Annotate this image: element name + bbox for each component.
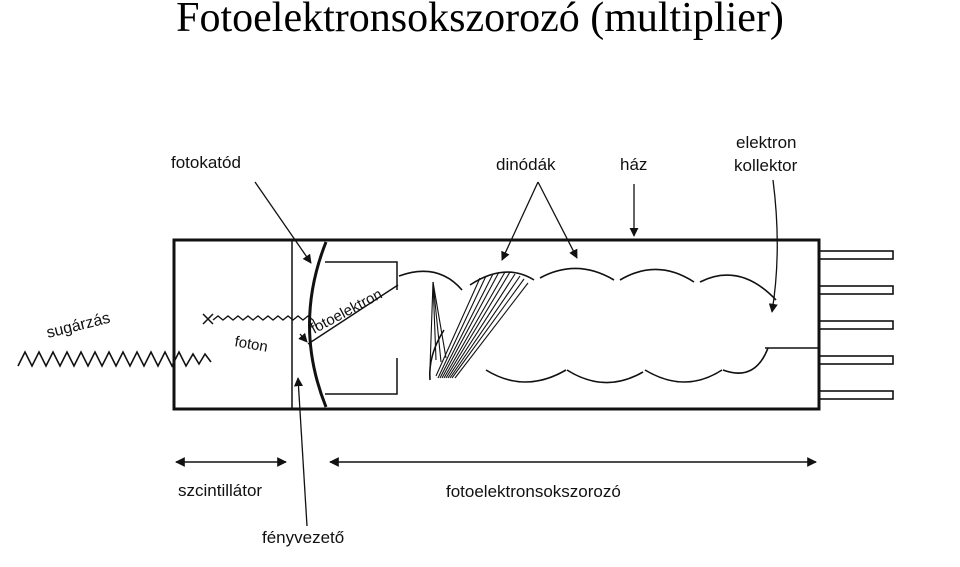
label-photoelectron: fotoelektron [308, 286, 385, 338]
label-multiplier: fotoelektronsokszorozó [446, 482, 621, 501]
light-guide-arrow [293, 377, 308, 527]
dynode-8 [644, 369, 723, 383]
label-photocathode: fotokatód [171, 153, 241, 172]
dynode-5 [539, 267, 615, 281]
label-housing: ház [620, 155, 647, 174]
dynode-1 [398, 270, 463, 291]
label-collector-line2: kollektor [734, 156, 798, 175]
dynode-4 [485, 369, 567, 383]
dynode-6 [566, 369, 644, 384]
dynodes [398, 267, 777, 384]
label-photon: foton [233, 333, 269, 356]
dynode-arrow-right [537, 181, 578, 259]
photocathode-curve [308, 241, 328, 408]
photocathode-arrow [254, 181, 312, 264]
dynode-10 [722, 347, 769, 374]
radiation-wave [17, 350, 212, 368]
dynode-2 [428, 329, 445, 381]
label-light-guide: fényvezető [262, 528, 344, 547]
dynode-arrow-left [501, 181, 539, 261]
label-collector-line1: elektron [736, 133, 796, 152]
electron-cascade [429, 271, 529, 379]
photon-arrow [298, 332, 308, 343]
label-scintillator: szcintillátor [178, 481, 262, 500]
collector-arrow [768, 179, 778, 313]
connector-pins [818, 250, 894, 400]
label-radiation: sugárzás [45, 310, 112, 342]
photoelectron-path [307, 284, 399, 345]
photon-wave [212, 315, 318, 329]
dynode-9 [699, 274, 777, 301]
focusing-electrode [325, 261, 398, 395]
dynode-3 [469, 271, 535, 286]
dynode-7 [619, 268, 695, 283]
page-title: Fotoelektronsokszorozó (multiplier) [176, 0, 784, 41]
absorption-point-icon [202, 313, 214, 325]
label-dynodes: dinódák [496, 155, 556, 174]
